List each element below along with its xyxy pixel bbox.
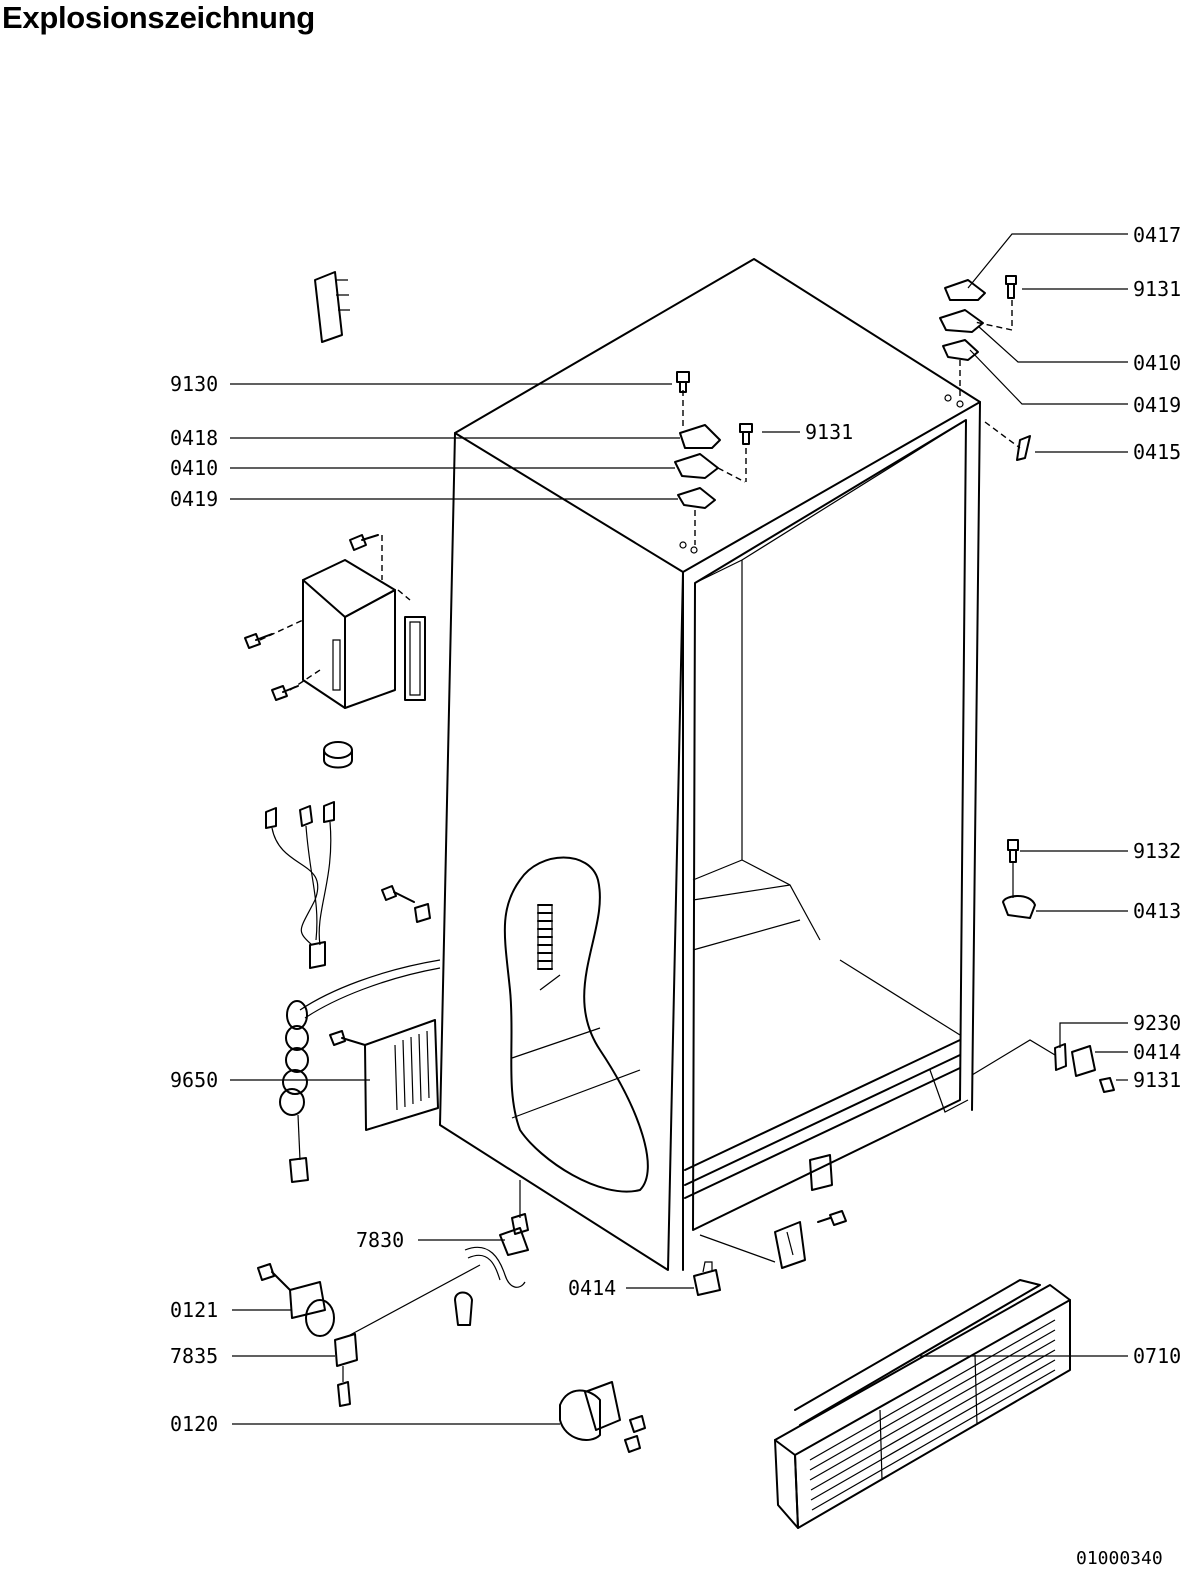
- label-9650: 9650: [170, 1068, 218, 1092]
- clip-side: [381, 885, 431, 923]
- bottom-parts: [454, 839, 1115, 1326]
- drawing-number: 01000340: [1076, 1548, 1163, 1569]
- bottom-hinge-left: [257, 1263, 646, 1453]
- top-hinge-right: [939, 275, 1031, 461]
- label-0415: 0415: [1133, 440, 1181, 464]
- label-9230: 9230: [1133, 1011, 1181, 1035]
- control-box: [244, 271, 426, 769]
- label-9131-center: 9131: [805, 420, 853, 444]
- label-9131-top-right: 9131: [1133, 277, 1181, 301]
- label-7835: 7835: [170, 1344, 218, 1368]
- top-hinge-left: [674, 371, 753, 545]
- label-0410-right: 0410: [1133, 351, 1181, 375]
- label-0419-left: 0419: [170, 487, 218, 511]
- label-0418: 0418: [170, 426, 218, 450]
- label-7830: 7830: [356, 1228, 404, 1252]
- label-0710: 0710: [1133, 1344, 1181, 1368]
- label-0410-left: 0410: [170, 456, 218, 480]
- label-0414-bottom: 0414: [568, 1276, 616, 1300]
- label-0414-right: 0414: [1133, 1040, 1181, 1064]
- spring-detail: [537, 904, 553, 970]
- label-9132: 9132: [1133, 839, 1181, 863]
- label-0413: 0413: [1133, 899, 1181, 923]
- power-cord-panel: [279, 959, 441, 1183]
- label-0417: 0417: [1133, 223, 1181, 247]
- label-9130: 9130: [170, 372, 218, 396]
- label-0121: 0121: [170, 1298, 218, 1322]
- leader-lines: [230, 233, 1128, 1425]
- label-9131-bottom-right: 9131: [1133, 1068, 1181, 1092]
- cabinet-body: [439, 258, 981, 1271]
- wire-harness: [265, 801, 335, 969]
- part-labels: 0417 9131 0410 0419 0415 9130 0418 0410 …: [170, 223, 1181, 1436]
- page-title: Explosionszeichnung: [2, 0, 315, 35]
- label-0120: 0120: [170, 1412, 218, 1436]
- kick-plate: [774, 1279, 1071, 1529]
- label-0419-right: 0419: [1133, 393, 1181, 417]
